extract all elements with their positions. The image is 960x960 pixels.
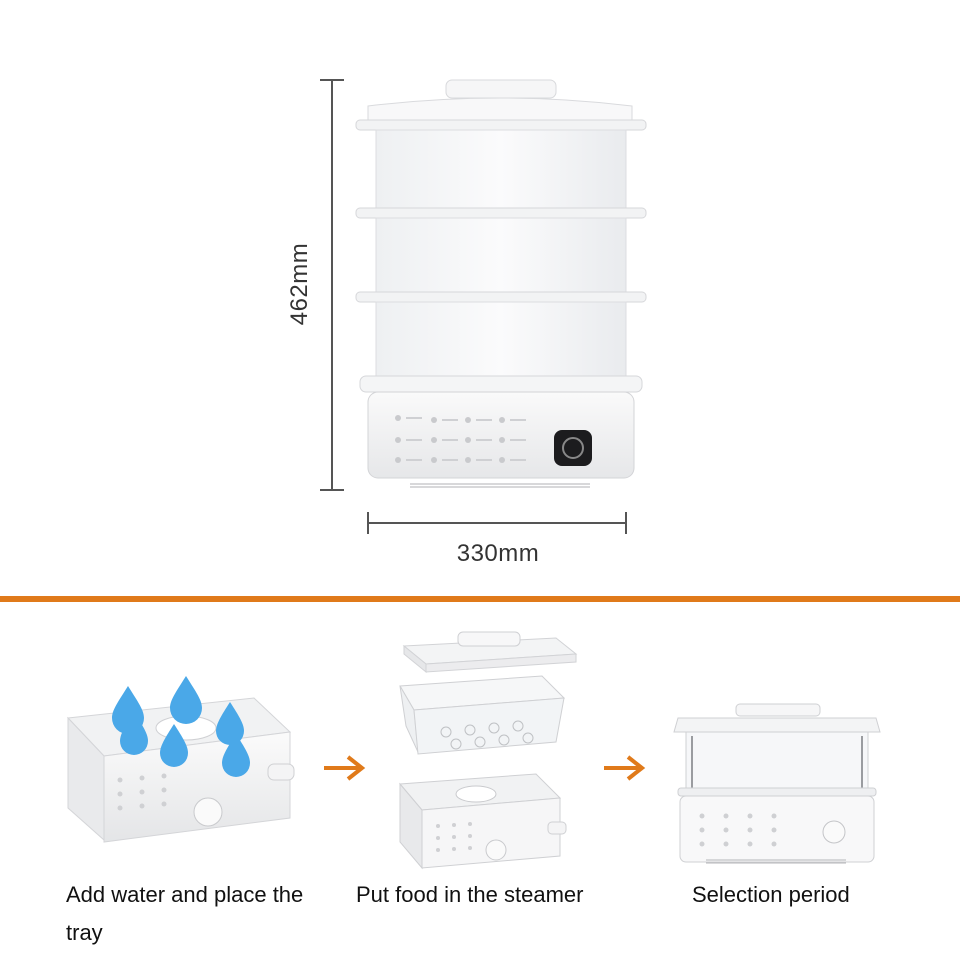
arrow-right-icon bbox=[324, 755, 366, 781]
step-1-caption: Add water and place the tray bbox=[66, 882, 304, 945]
section-divider bbox=[0, 596, 960, 602]
step-1-base-with-water-image bbox=[66, 676, 295, 843]
height-dimension-line bbox=[320, 79, 344, 491]
width-label: 330mm bbox=[456, 540, 540, 567]
height-label: 462mm bbox=[286, 242, 313, 326]
steamer-product-image bbox=[355, 79, 647, 488]
water-drop-icon bbox=[112, 676, 250, 777]
step-3-assembled-steamer-image bbox=[673, 703, 881, 864]
step-2-caption: Put food in the steamer bbox=[356, 882, 584, 907]
width-dimension-line bbox=[367, 512, 627, 534]
step-3-caption: Selection period bbox=[692, 882, 850, 907]
step-2-exploded-steamer-image bbox=[398, 631, 578, 870]
arrow-right-icon bbox=[604, 755, 646, 781]
dimension-section: 462mm 330mm bbox=[286, 79, 647, 567]
